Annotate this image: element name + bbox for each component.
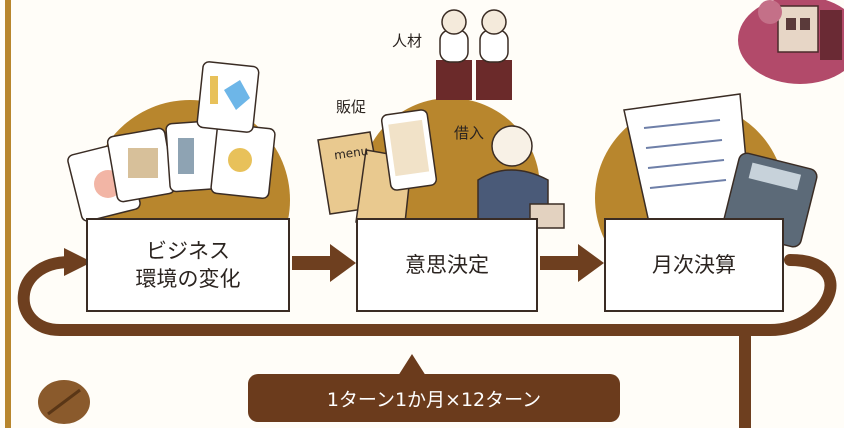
step-decision-making: 意思決定 [356, 218, 538, 312]
cycle-loop [17, 254, 837, 336]
banner-pointer [398, 354, 426, 376]
tree-icon [758, 0, 782, 24]
label-borrowing: 借入 [454, 124, 485, 142]
arrow-shaft-2 [540, 256, 586, 270]
loop-arrowhead [64, 248, 92, 276]
business-cards-illustration [67, 61, 276, 222]
label-sales-promotion: 販促 [336, 98, 367, 116]
turn-banner: 1ターン1か月×12ターン [248, 374, 620, 422]
step-3-label: 月次決算 [652, 252, 736, 277]
label-human-resources: 人材 [392, 32, 423, 50]
building-dark-icon [820, 10, 842, 60]
step-business-environment: ビジネス 環境の変化 [86, 218, 290, 312]
arrow-head-2 [578, 244, 604, 282]
step-1-line-2: 環境の変化 [135, 267, 241, 291]
step-1-line-1: ビジネス [146, 238, 230, 263]
arrow-head-1 [330, 244, 356, 282]
step-2-label: 意思決定 [405, 252, 489, 277]
building-window [800, 18, 810, 30]
building-icon [777, 5, 819, 53]
building-window [786, 18, 796, 30]
step-monthly-closing: 月次決算 [604, 218, 784, 312]
arrow-shaft-1 [292, 256, 338, 270]
coffee-bean-line [47, 388, 81, 416]
